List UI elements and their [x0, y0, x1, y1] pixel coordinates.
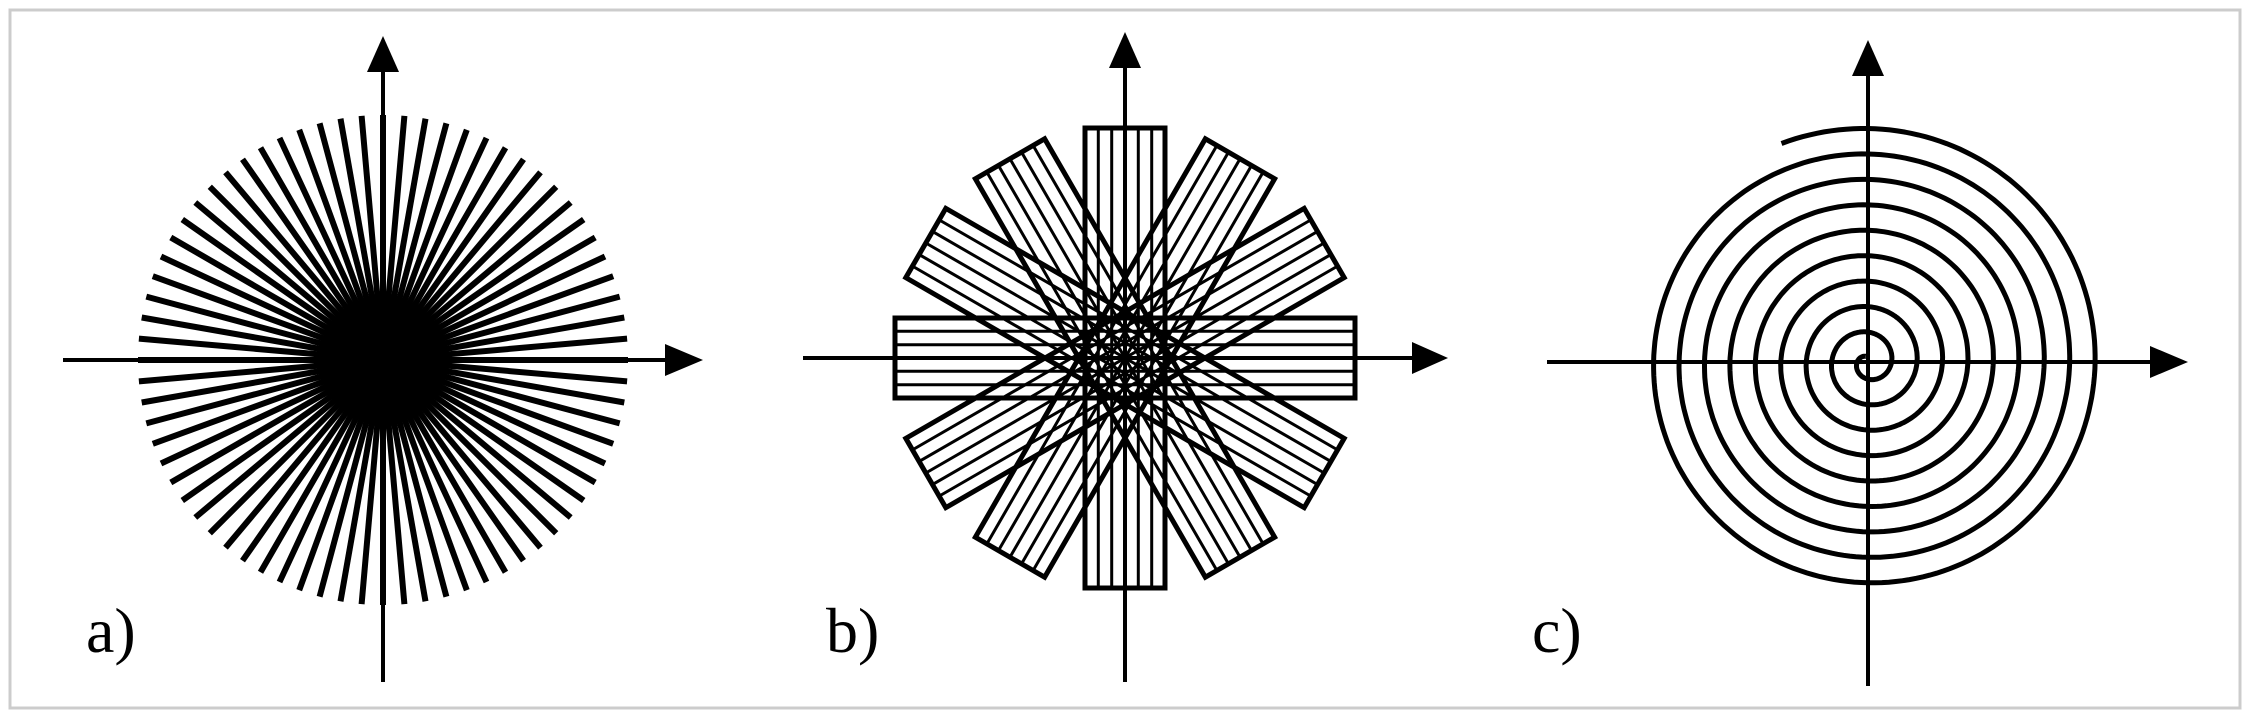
panel-a-x-arrowhead: [665, 344, 703, 376]
rectangle-stripe: [918, 230, 1319, 463]
panel-c-label: c): [1532, 595, 1582, 666]
striped-rectangle: [902, 204, 1348, 512]
panel-b-label: b): [826, 595, 879, 666]
panel-b-x-arrowhead: [1412, 342, 1448, 374]
panel-c-y-arrowhead: [1852, 40, 1884, 76]
rectangle-stripe: [985, 144, 1219, 545]
panel-a-radial-lines: a): [63, 36, 703, 682]
panel-c-x-arrowhead: [2150, 346, 2188, 378]
panel-c-spiral: c): [1532, 40, 2188, 686]
panel-a-y-arrowhead: [367, 36, 399, 72]
spiral-curve: [1651, 126, 2098, 586]
rectangle-stripe: [911, 218, 1312, 452]
rectangle-stripe: [938, 264, 1339, 498]
panel-b-y-arrowhead: [1109, 32, 1141, 68]
rectangle-stripe: [1031, 171, 1265, 572]
rectangle-stripe: [931, 253, 1332, 486]
figure-frame: [8, 8, 2242, 710]
panel-b-rotated-rectangles: b): [803, 32, 1448, 682]
rectangle-stripe: [1020, 164, 1253, 565]
panel-a-label: a): [86, 595, 136, 666]
rectangle-stripe: [997, 151, 1230, 552]
